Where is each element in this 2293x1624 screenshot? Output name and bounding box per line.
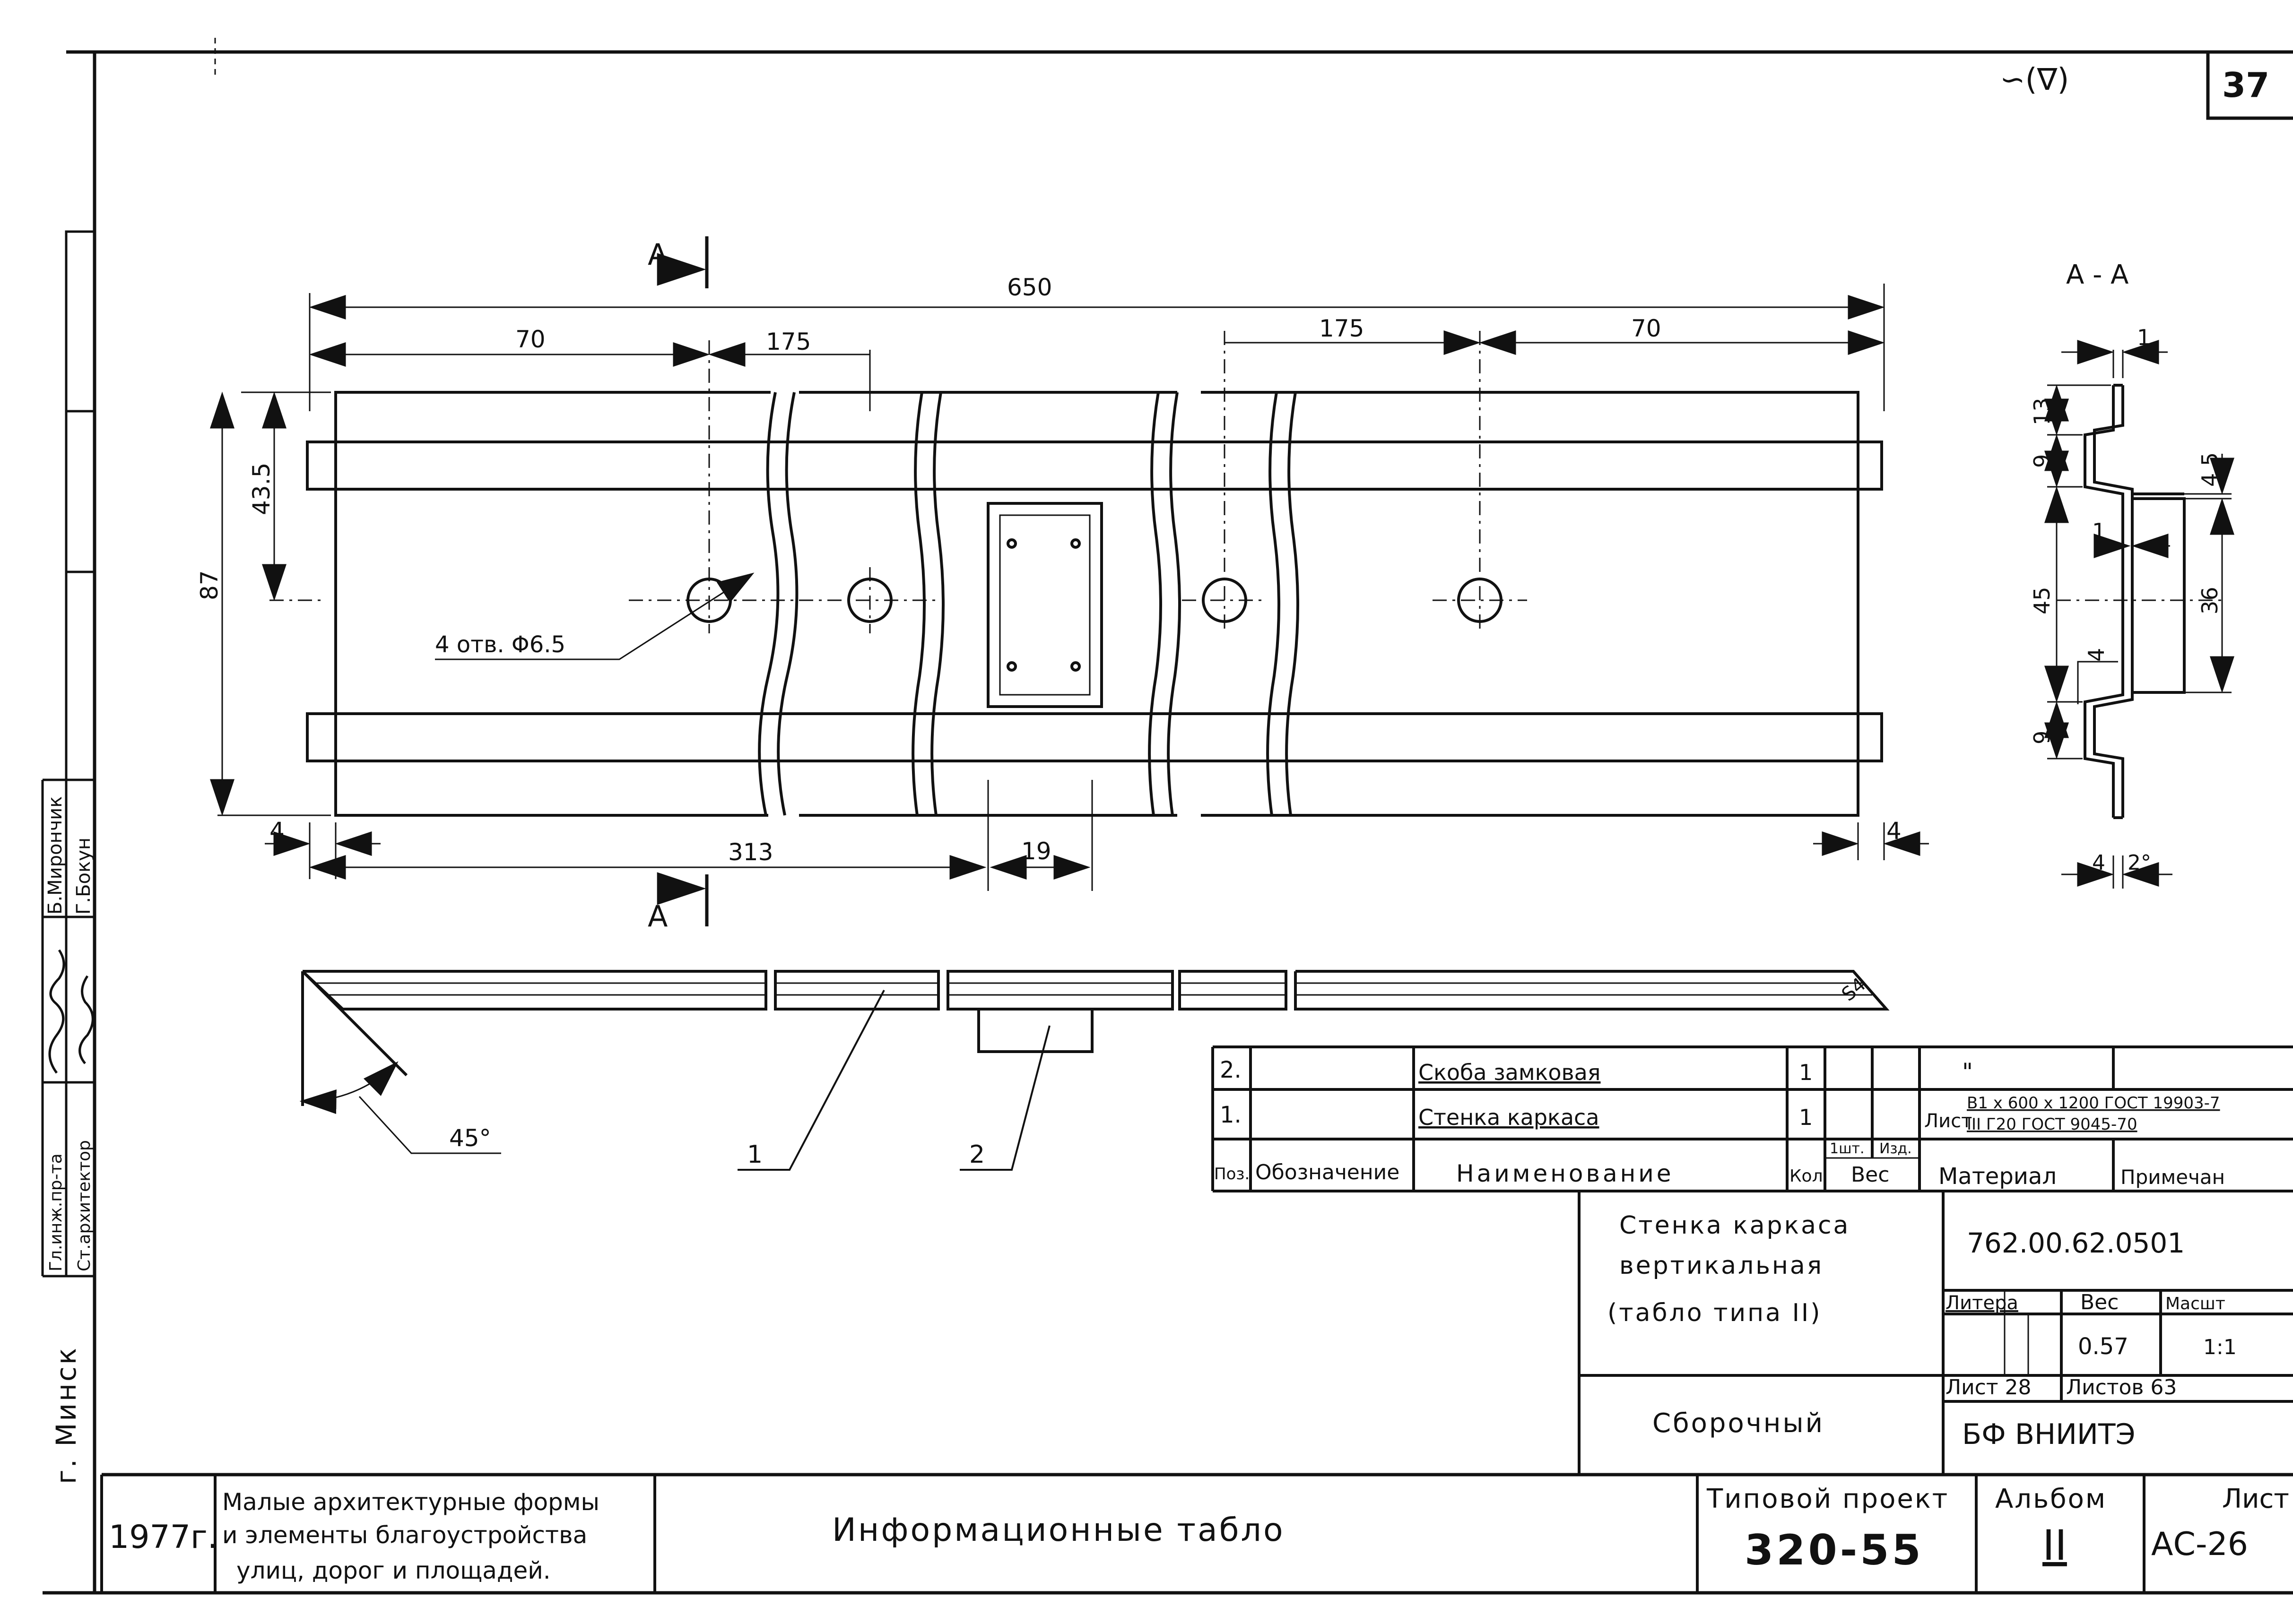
sheets-label: Листов 63 (2066, 1375, 2177, 1399)
header-qty: Кол (1789, 1166, 1823, 1186)
bottom-strip: 1977г. Малые архитектурные формы и элеме… (50, 1346, 2289, 1593)
drawing-type: Сборочный (1652, 1408, 1824, 1439)
weight-value: 0.57 (2078, 1333, 2128, 1360)
section-dim-13: 13 (2029, 397, 2055, 425)
dim-half-43-5: 43.5 (248, 463, 275, 515)
section-label-bottom: A (648, 899, 668, 933)
drawing-code: 762.00.62.0501 (1967, 1227, 2185, 1259)
section-dim-9-bot: 9 (2029, 731, 2055, 744)
dim-height-87: 87 (196, 570, 223, 600)
section-title: А - А (2066, 259, 2128, 290)
product-name-line2: вертикальная (1619, 1252, 1824, 1280)
holes-callout: 4 отв. Φ6.5 (435, 631, 565, 658)
role-senior-architect: Ст.архитектор (75, 1140, 94, 1271)
leader-label-2: 2 (969, 1140, 985, 1169)
section-dim-4-5: 4.5 (2197, 452, 2223, 487)
header-material: Материал (1938, 1163, 2057, 1190)
page-number: 37 (2222, 65, 2269, 105)
album-label: Альбом (1995, 1484, 2107, 1514)
name-mironchik: Б.Мирончик (44, 796, 66, 915)
dim-left-175: 175 (766, 328, 811, 355)
row1-name: Стенка каркаса (1418, 1105, 1599, 1130)
dim-313: 313 (728, 838, 773, 866)
side-stamp: Гл.инж.пр-та Ст.архитектор Б.Мирончик Г.… (41, 230, 96, 1278)
dim-19: 19 (1021, 838, 1051, 865)
role-chief-engineer: Гл.инж.пр-та (46, 1153, 66, 1271)
signature-images (48, 949, 94, 1074)
album-title-line1: Малые архитектурные формы (222, 1488, 599, 1516)
organization: БФ ВНИИТЭ (1962, 1418, 2135, 1451)
weight-label: Вес (2080, 1290, 2119, 1314)
scale-label: Масшт (2165, 1294, 2225, 1313)
scale-value: 1:1 (2203, 1335, 2237, 1359)
sheet-label: Лист 28 (1946, 1375, 2031, 1399)
dim-edge-left-4: 4 (269, 817, 285, 845)
row2-material: " (1962, 1058, 1973, 1086)
row2-pos: 2. (1220, 1057, 1242, 1083)
row2-name: Скоба замковая (1418, 1060, 1600, 1085)
dim-left-70: 70 (515, 326, 546, 353)
section-dim-4-bottom: 4 (2092, 851, 2105, 875)
sheet-number: АС-26 (2151, 1526, 2248, 1563)
row1-material-line1: В1 х 600 х 1200 ГОСТ 19903-7 (1967, 1094, 2220, 1113)
city: г. Минск (50, 1346, 82, 1484)
dim-edge-right-4: 4 (1886, 817, 1902, 845)
sheet-caption: Лист (2222, 1484, 2289, 1514)
section-dim-1-mid: 1 (2092, 518, 2106, 544)
header-designation: Обозначение (1255, 1160, 1399, 1184)
section-dim-4: 4 (2084, 648, 2109, 662)
leader-label-1: 1 (747, 1140, 763, 1169)
title-block: Стенка каркаса вертикальная (табло типа … (1578, 1191, 2293, 1475)
year: 1977г. (109, 1519, 217, 1556)
row1-pos: 1. (1220, 1102, 1242, 1128)
header-weight: Вес (1851, 1163, 1889, 1187)
row1-qty: 1 (1799, 1105, 1813, 1130)
dim-overall: 650 (1007, 274, 1052, 301)
row1-material-sheet: Лист (1924, 1110, 1972, 1132)
row2-qty: 1 (1799, 1060, 1813, 1085)
name-bokun: Г.Бокун (73, 838, 95, 915)
section-view: А - А (2029, 259, 2234, 889)
section-dim-36: 36 (2197, 587, 2223, 614)
row1-material-line2: III Г20 ГОСТ 9045-70 (1967, 1115, 2137, 1134)
angle-45: 45° (449, 1124, 491, 1152)
header-name: Наименование (1456, 1160, 1674, 1187)
litera-label: Литера (1946, 1292, 2018, 1314)
header-pos: Поз. (1214, 1165, 1250, 1183)
spec-table: 2. Скоба замковая 1 " 1. Стенка каркаса … (1211, 1045, 2293, 1192)
section-dim-9-top: 9 (2029, 454, 2055, 468)
project-number: 320-55 (1745, 1526, 1924, 1574)
section-title-text: Информационные табло (832, 1512, 1285, 1549)
lock-bracket (987, 502, 1103, 708)
header-note: Примечан (2120, 1166, 2225, 1189)
dim-right-70: 70 (1631, 315, 1661, 342)
roughness-mark: ∽(∇) (2000, 62, 2069, 97)
bottom-view: 45° 1 2 S4 (299, 970, 1890, 1171)
section-dim-angle: 2° (2128, 851, 2151, 875)
section-dim-1-top: 1 (2137, 325, 2151, 350)
page-number-box: 37 (2206, 52, 2293, 120)
album-title-line3: улиц, дорог и площадей. (236, 1557, 551, 1584)
dim-right-175: 175 (1319, 315, 1364, 342)
header-product-weight: Изд. (1879, 1140, 1912, 1157)
project-label: Типовой проект (1706, 1484, 1949, 1514)
album-title-line2: и элементы благоустройства (222, 1521, 587, 1549)
product-name-line1: Стенка каркаса (1619, 1211, 1850, 1240)
product-name-line3: (табло типа II) (1607, 1299, 1822, 1327)
main-view: A A 650 70 175 175 70 87 43.5 4 4 313 19… (196, 236, 1929, 933)
album-number: II (2042, 1521, 2067, 1570)
thickness-s4: S4 (1838, 974, 1870, 1006)
section-label-top: A (648, 237, 668, 272)
header-unit-weight: 1шт. (1830, 1140, 1865, 1157)
section-dim-45: 45 (2029, 587, 2055, 614)
sheet-frame (43, 50, 2293, 1595)
